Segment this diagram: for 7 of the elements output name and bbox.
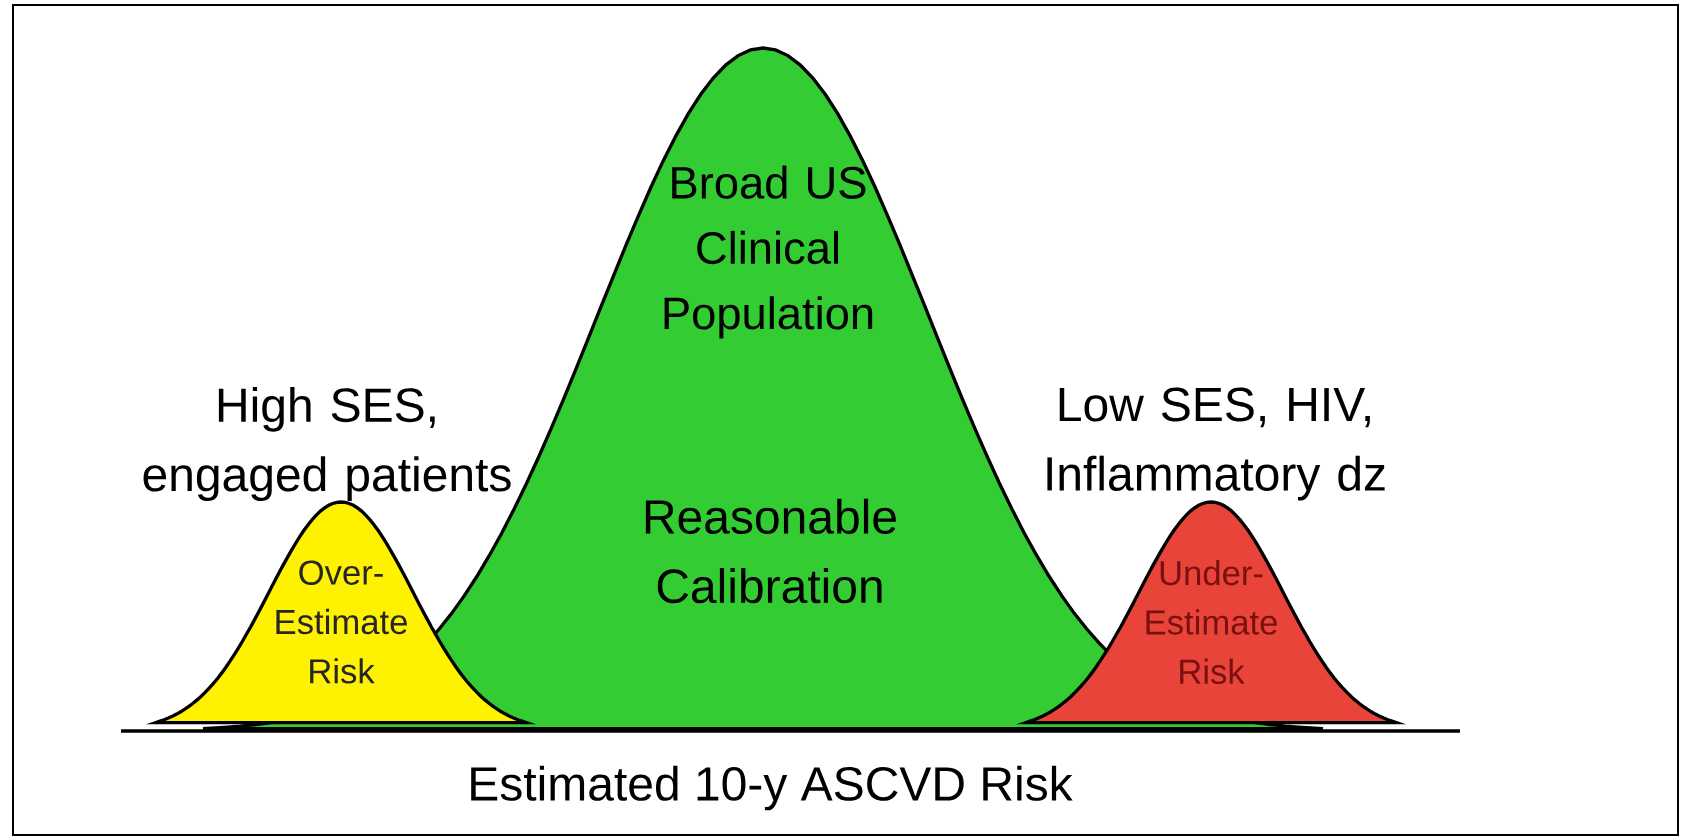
curve-label: Over- Estimate Risk [276,560,407,684]
group-label: High SES, engaged patients [143,386,511,502]
curve-label: Reasonable Calibration [645,498,896,604]
curve-label: Under- Estimate Risk [1146,559,1277,685]
group-label: Low SES, HIV, Inflammatory dz [1047,387,1385,501]
axis-title: Estimated 10-y ASCVD Risk [471,765,1073,811]
curve-label: Broad US Clinical Population [664,165,873,339]
